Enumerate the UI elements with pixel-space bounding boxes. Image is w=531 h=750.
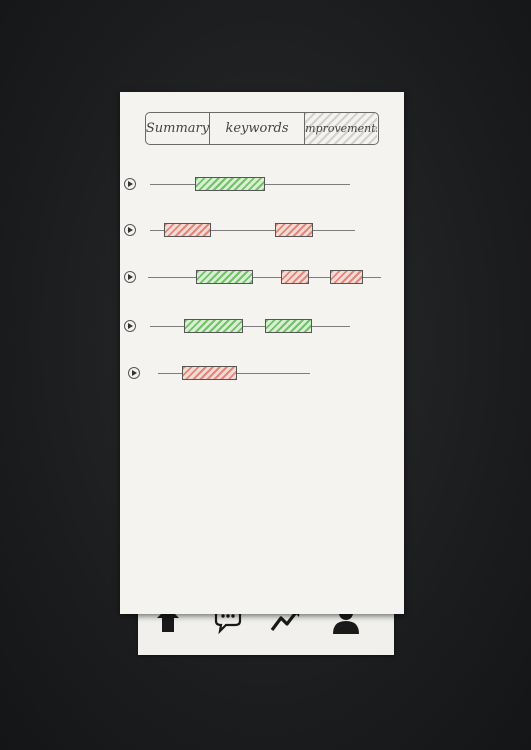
audio-clip-row	[120, 267, 404, 291]
audio-clip-row	[120, 363, 404, 387]
highlight-segment-negative[interactable]	[330, 270, 363, 284]
play-icon[interactable]	[128, 367, 140, 379]
paper-prototype-screen: Summary keywords Improvements	[120, 92, 404, 614]
audio-clip-row	[120, 174, 404, 198]
highlight-segment-negative[interactable]	[275, 223, 313, 237]
play-icon[interactable]	[124, 178, 136, 190]
tab-improvements[interactable]: Improvements	[305, 113, 377, 144]
play-icon[interactable]	[124, 271, 136, 283]
audio-clip-row	[120, 220, 404, 244]
highlight-segment-positive[interactable]	[184, 319, 243, 333]
timeline-track	[150, 230, 355, 231]
timeline-track	[148, 277, 381, 278]
highlight-segment-negative[interactable]	[164, 223, 211, 237]
tab-keywords[interactable]: keywords	[210, 113, 305, 144]
play-icon[interactable]	[124, 320, 136, 332]
timeline-track	[150, 326, 350, 327]
tab-bar: Summary keywords Improvements	[145, 112, 379, 145]
highlight-segment-negative[interactable]	[281, 270, 309, 284]
tab-summary[interactable]: Summary	[146, 113, 210, 144]
highlight-segment-negative[interactable]	[182, 366, 237, 380]
play-icon[interactable]	[124, 224, 136, 236]
audio-clip-row	[120, 316, 404, 340]
highlight-segment-positive[interactable]	[196, 270, 253, 284]
highlight-segment-positive[interactable]	[265, 319, 312, 333]
highlight-segment-positive[interactable]	[195, 177, 265, 191]
